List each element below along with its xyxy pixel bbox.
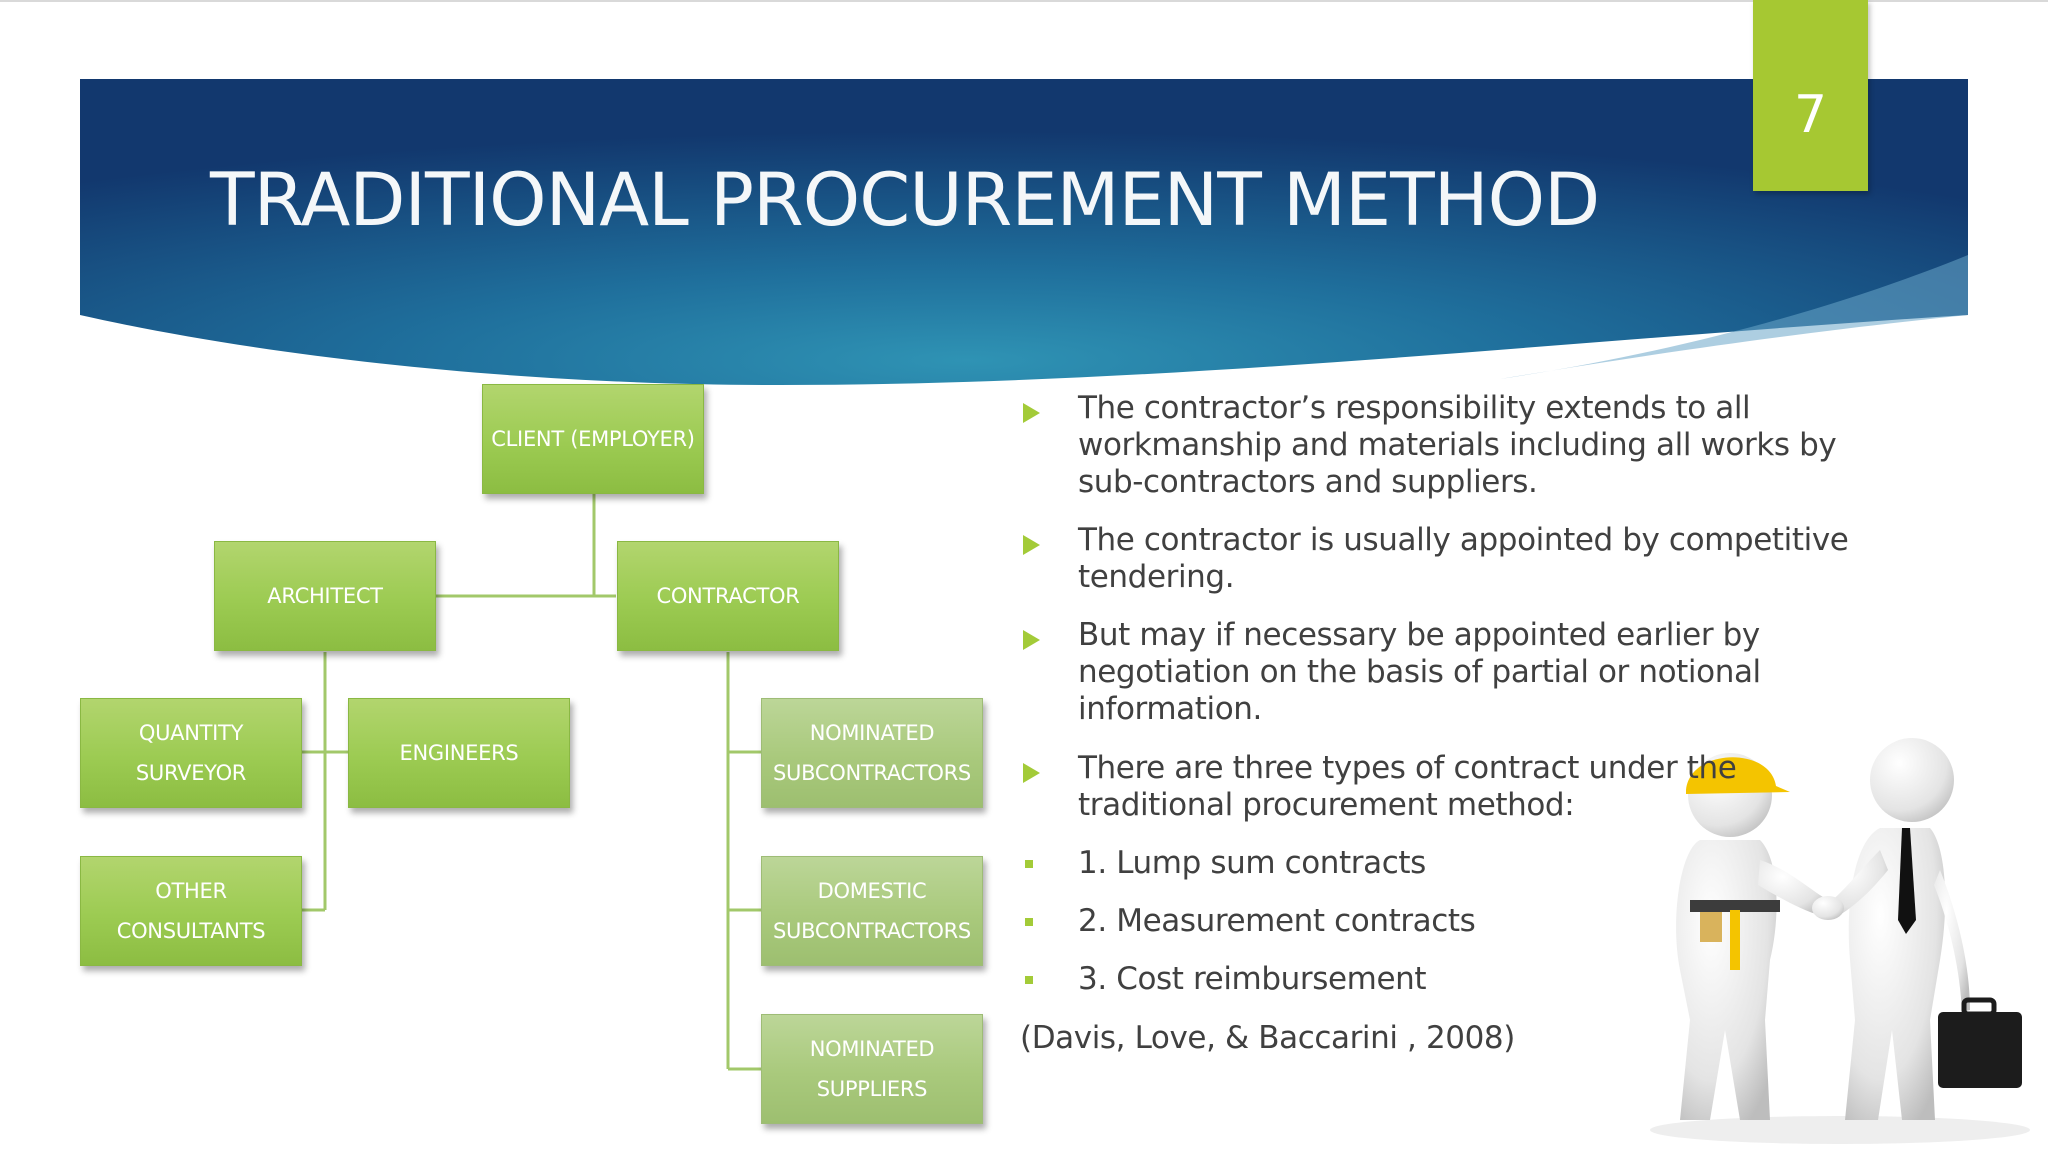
slide-title: TRADITIONAL PROCUREMENT METHOD <box>210 158 1600 243</box>
org-box-label-line: SUBCONTRACTORS <box>773 919 971 943</box>
bullet-text: But may if necessary be appointed earlie… <box>1078 617 1761 727</box>
org-box-nominated-subcontractors: NOMINATED SUBCONTRACTORS <box>761 698 983 808</box>
citation: (Davis, Love, & Baccarini , 2008) <box>1020 1020 1515 1056</box>
org-box-contractor: CONTRACTOR <box>617 541 839 651</box>
org-box-label-line: SUBCONTRACTORS <box>773 761 971 785</box>
org-box-label-line: NOMINATED <box>809 1037 935 1061</box>
org-box-label-line: SURVEYOR <box>135 761 247 785</box>
org-box-architect: ARCHITECT <box>214 541 436 651</box>
org-box-label-line: NOMINATED <box>809 721 935 745</box>
org-box-domestic-subcontractors: DOMESTIC SUBCONTRACTORS <box>761 856 983 966</box>
org-box-label-line: DOMESTIC <box>817 879 927 903</box>
page-number: 7 <box>1793 85 1828 145</box>
contract-type-text: 1. Lump sum contracts <box>1078 845 1426 881</box>
org-box-engineers: ENGINEERS <box>348 698 570 808</box>
org-box-label-line: QUANTITY <box>138 721 244 745</box>
org-box-label: ARCHITECT <box>267 584 383 608</box>
bullet-text: There are three types of contract under … <box>1078 750 1737 823</box>
handshake-figures-icon <box>1640 720 2040 1150</box>
org-box-label: CONTRACTOR <box>656 584 800 608</box>
org-box-quantity-surveyor: QUANTITY SURVEYOR <box>80 698 302 808</box>
square-bullet-icon <box>1025 860 1033 868</box>
contract-type-text: 2. Measurement contracts <box>1078 903 1476 939</box>
page-number-tab: 7 <box>1753 0 1868 191</box>
triangle-bullet-icon <box>1023 403 1040 423</box>
org-box-label: CLIENT (EMPLOYER) <box>491 427 695 451</box>
banner-shape <box>80 79 1968 385</box>
org-box-label: ENGINEERS <box>399 741 519 765</box>
bullet-text: The contractor is usually appointed by c… <box>1078 522 1849 595</box>
org-chart-connectors <box>301 494 761 1071</box>
handshake-illustration <box>1650 738 2030 1144</box>
org-box-nominated-suppliers: NOMINATED SUPPLIERS <box>761 1014 983 1124</box>
square-bullet-icon <box>1025 976 1033 984</box>
top-divider <box>0 0 2048 2</box>
org-box-label-line: OTHER <box>155 879 227 903</box>
org-box-other-consultants: OTHER CONSULTANTS <box>80 856 302 966</box>
bullet-text: The contractor’s responsibility extends … <box>1078 390 1837 500</box>
square-bullet-icon <box>1025 918 1033 926</box>
triangle-bullet-icon <box>1023 535 1040 555</box>
triangle-bullet-icon <box>1023 763 1040 783</box>
org-box-label-line: CONSULTANTS <box>116 919 266 943</box>
title-banner <box>80 79 1968 385</box>
triangle-bullet-icon <box>1023 630 1040 650</box>
org-box-label-line: SUPPLIERS <box>816 1077 928 1101</box>
contract-type-text: 3. Cost reimbursement <box>1078 961 1427 997</box>
org-box-client: CLIENT (EMPLOYER) <box>482 384 704 494</box>
